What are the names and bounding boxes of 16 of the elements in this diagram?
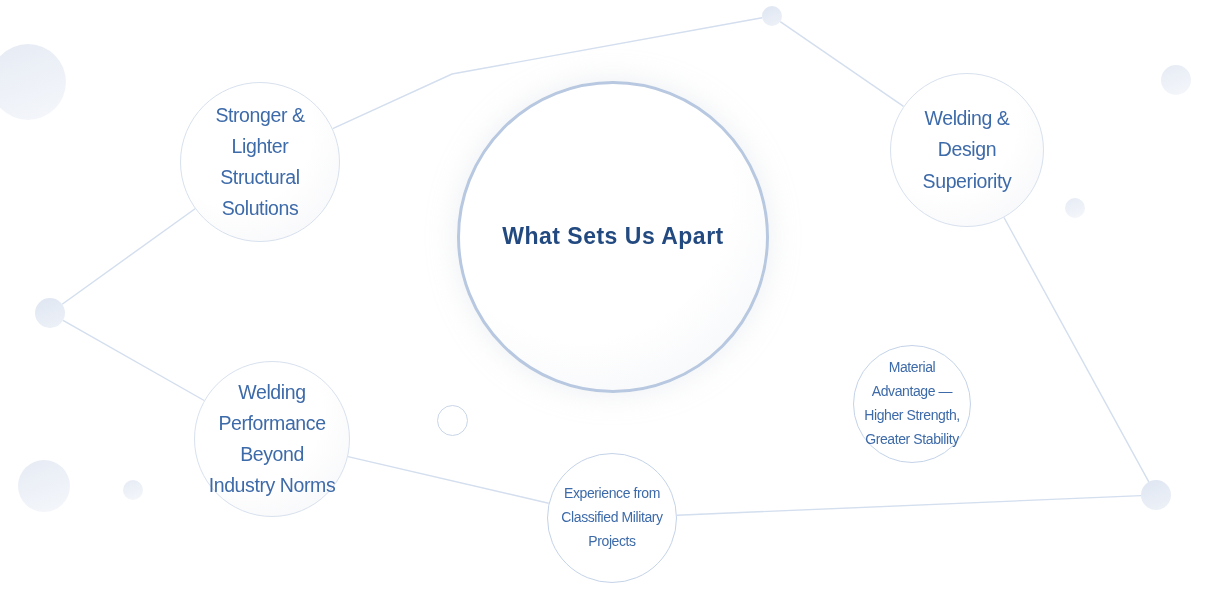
topic-text: Welding & Design Superiority bbox=[921, 106, 1013, 194]
connector-line bbox=[62, 319, 205, 402]
connector-line bbox=[779, 20, 905, 108]
title-text: What Sets Us Apart bbox=[501, 223, 725, 251]
topic-text: Welding Performance Beyond Industry Norms bbox=[207, 379, 337, 499]
topic-text: Material Advantage — Higher Strength, Greater Stability bbox=[863, 358, 961, 449]
topic-text: Experience from Classified Military Projects bbox=[560, 484, 664, 551]
connector-line bbox=[347, 455, 550, 504]
circle-node bbox=[762, 6, 782, 26]
connector-line bbox=[332, 17, 763, 130]
circle-node bbox=[35, 298, 65, 328]
topic-text: Stronger & Lighter Structural Solutions bbox=[214, 102, 306, 222]
circle-node bbox=[1141, 480, 1171, 510]
connector-line bbox=[61, 208, 196, 305]
connector-line bbox=[676, 494, 1142, 516]
connector-line bbox=[1003, 216, 1150, 483]
